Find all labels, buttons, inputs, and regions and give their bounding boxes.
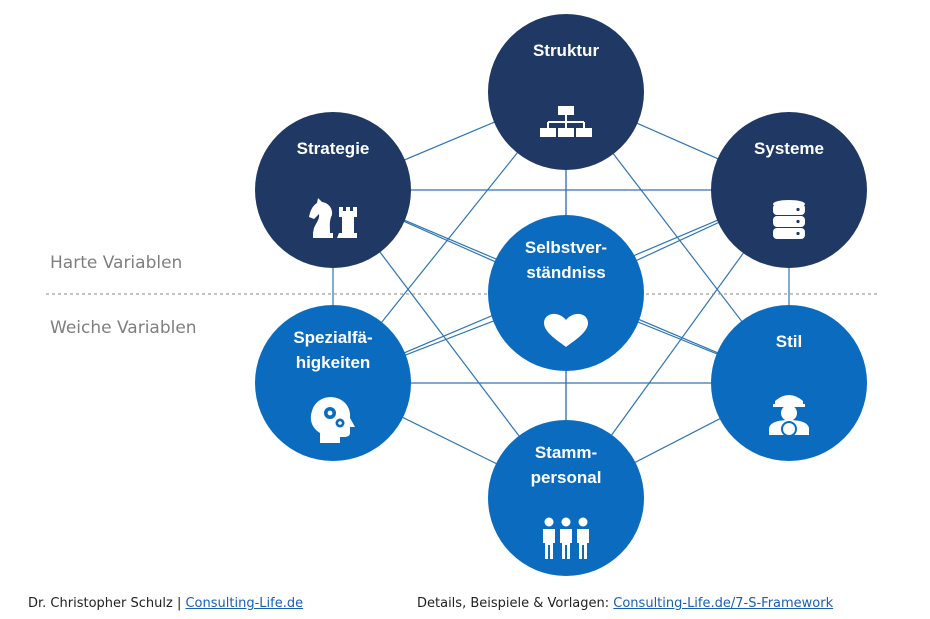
soft-variables-label: Weiche Variablen bbox=[50, 318, 197, 338]
node-circle-stil bbox=[711, 305, 867, 461]
node-circle-systeme bbox=[711, 112, 867, 268]
footer-details: Details, Beispiele & Vorlagen: Consultin… bbox=[417, 596, 833, 611]
author-name: Dr. Christopher Schulz bbox=[28, 596, 173, 611]
node-label-strategie: Strategie bbox=[297, 139, 370, 158]
org-chart-icon bbox=[540, 106, 592, 137]
node-label-stammpersonal: Stamm- bbox=[535, 443, 597, 462]
node-struktur: Struktur bbox=[488, 14, 644, 170]
node-stil: Stil bbox=[711, 305, 867, 461]
node-label-selbstverstaendnis: Selbstver- bbox=[525, 238, 607, 257]
node-label-spezialfaehigkeiten: Spezialfä- bbox=[293, 328, 372, 347]
heart-icon bbox=[544, 313, 588, 347]
chess-icon bbox=[309, 198, 357, 238]
node-label-spezialfaehigkeiten: higkeiten bbox=[296, 353, 371, 372]
node-stammpersonal: Stamm-personal bbox=[488, 420, 644, 576]
node-label-selbstverstaendnis: ständniss bbox=[526, 263, 605, 282]
database-icon bbox=[773, 200, 805, 239]
hard-variables-label: Harte Variablen bbox=[50, 253, 183, 273]
node-circle-stammpersonal bbox=[488, 420, 644, 576]
head-gears-icon bbox=[310, 397, 355, 443]
node-spezialfaehigkeiten: Spezialfä-higkeiten bbox=[255, 305, 411, 461]
node-label-struktur: Struktur bbox=[533, 41, 600, 60]
people-icon bbox=[543, 517, 589, 559]
details-label: Details, Beispiele & Vorlagen: bbox=[417, 596, 610, 611]
node-circle-strategie bbox=[255, 112, 411, 268]
node-circle-struktur bbox=[488, 14, 644, 170]
node-label-stammpersonal: personal bbox=[531, 468, 602, 487]
footer-separator: | bbox=[176, 596, 182, 611]
footer-author: Dr. Christopher Schulz | Consulting-Life… bbox=[28, 596, 303, 611]
node-label-stil: Stil bbox=[776, 332, 802, 351]
node-selbstverstaendnis: Selbstver-ständniss bbox=[488, 215, 644, 371]
node-strategie: Strategie bbox=[255, 112, 411, 268]
node-systeme: Systeme bbox=[711, 112, 867, 268]
details-link[interactable]: Consulting-Life.de/7-S-Framework bbox=[613, 596, 834, 611]
captain-icon bbox=[769, 395, 809, 437]
node-circle-spezialfaehigkeiten bbox=[255, 305, 411, 461]
node-circle-selbstverstaendnis bbox=[488, 215, 644, 371]
node-label-systeme: Systeme bbox=[754, 139, 824, 158]
author-link[interactable]: Consulting-Life.de bbox=[185, 596, 304, 611]
